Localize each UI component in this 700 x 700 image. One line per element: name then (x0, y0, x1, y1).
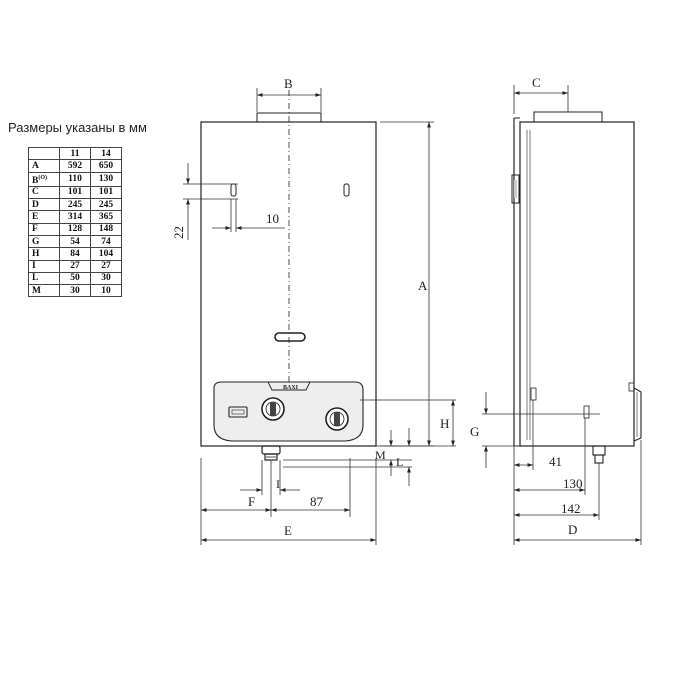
side-body (519, 121, 635, 447)
side-knob (633, 387, 642, 442)
heater-body (200, 121, 377, 447)
row-value-v14: 650 (90, 159, 122, 173)
row-label-text: C (32, 187, 39, 198)
display-window (228, 406, 248, 418)
label-L: L (396, 455, 403, 469)
label-G: G (470, 424, 479, 439)
side-flue-collar (533, 111, 603, 123)
row-value-v14: 365 (90, 210, 122, 224)
label-A: A (418, 278, 428, 293)
side-view (511, 111, 642, 464)
dimensions-caption: Размеры указаны в мм (8, 120, 147, 135)
front-view (200, 90, 377, 461)
row-label-text: H (32, 248, 40, 259)
label-H: H (440, 416, 449, 431)
row-label-text: A (32, 160, 39, 171)
label-87: 87 (310, 494, 324, 509)
row-value-v14: 101 (90, 185, 122, 200)
row-label-text: E (32, 211, 39, 222)
row-value-v14: 148 (90, 222, 122, 236)
label-10: 10 (266, 211, 279, 226)
row-label-text: F (32, 224, 38, 235)
row-label: A (28, 159, 60, 173)
label-M: M (375, 448, 386, 462)
label-130: 130 (563, 476, 583, 491)
side-bracket (511, 174, 520, 204)
side-gas-connection (592, 445, 606, 456)
label-D: D (568, 522, 577, 537)
row-value-v11: 592 (59, 159, 91, 173)
row-value-v14: 10 (90, 284, 122, 298)
label-I: I (276, 477, 280, 491)
label-E: E (284, 523, 292, 538)
row-label-text: I (32, 261, 36, 272)
label-41: 41 (549, 454, 562, 469)
row-label-text: L (32, 273, 39, 284)
brand-logo: BAXI (283, 385, 299, 391)
row-value-v14: 130 (90, 171, 122, 187)
label-F: F (248, 494, 255, 509)
side-dimensions (482, 85, 642, 545)
row-label-text: B (32, 175, 39, 186)
mounting-slot-left (230, 183, 237, 197)
row-label-text: D (32, 199, 39, 210)
mounting-slot-right (343, 183, 350, 197)
control-panel-top (267, 381, 311, 391)
label-C: C (532, 75, 541, 90)
row-label: F (28, 222, 60, 236)
row-label-text: G (32, 236, 40, 247)
viewing-window (274, 332, 306, 342)
label-B: B (284, 76, 293, 91)
label-22: 22 (171, 226, 186, 239)
gas-connection (261, 445, 281, 455)
front-dimensions (183, 88, 456, 545)
table-header-cell: 14 (90, 146, 122, 161)
control-panel (213, 381, 364, 442)
row-value-v14: 245 (90, 198, 122, 212)
label-142: 142 (561, 501, 581, 516)
row-label-superscript: (O) (38, 174, 48, 181)
row-label-text: M (32, 285, 41, 296)
row-value-v11: 30 (59, 284, 91, 298)
row-value-v14: 74 (90, 234, 122, 249)
